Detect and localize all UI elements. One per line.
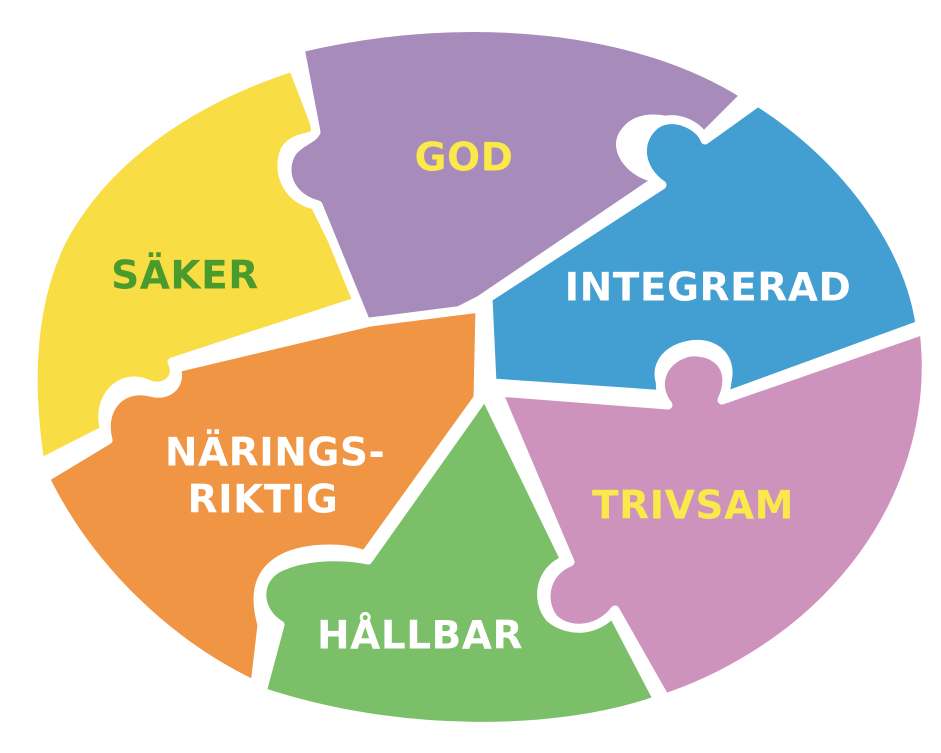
piece-trivsam bbox=[493, 325, 931, 703]
label-saker: SÄKER bbox=[111, 252, 259, 299]
piece-saker bbox=[28, 62, 367, 468]
label-god: GOD bbox=[414, 136, 513, 181]
label-trivsam: TRIVSAM bbox=[592, 484, 794, 529]
label-naringsriktig-line1: NÄRINGS- bbox=[165, 429, 385, 476]
label-integrerad: INTEGRERAD bbox=[565, 266, 852, 311]
piece-integrerad bbox=[483, 97, 925, 403]
label-naringsriktig-line2: RIKTIG bbox=[188, 478, 339, 523]
piece-naringsriktig bbox=[40, 303, 485, 690]
piece-god bbox=[282, 23, 750, 357]
label-hallbar: HÅLLBAR bbox=[317, 613, 523, 659]
